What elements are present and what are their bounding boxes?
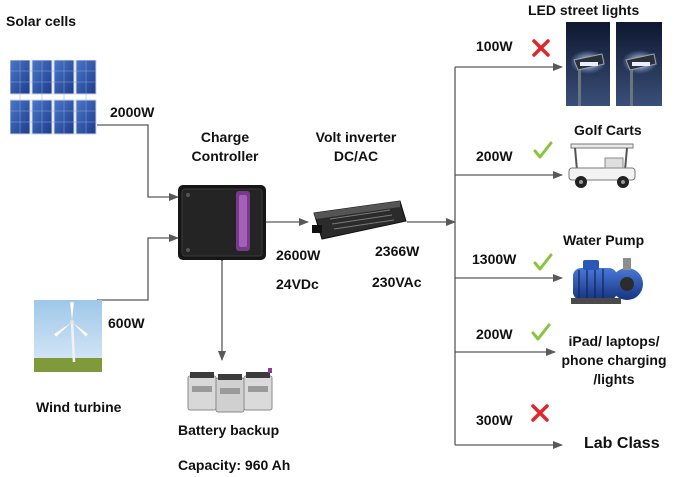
load-2-power: 200W xyxy=(476,148,513,164)
wind-turbine-icon xyxy=(34,300,102,372)
load-4-name-line3: /lights xyxy=(593,370,635,387)
wind-turbine-label: Wind turbine xyxy=(36,399,122,415)
wind-wire xyxy=(97,234,179,301)
charge-controller-label-line1: Charge xyxy=(200,129,250,145)
inverter-label-line2: DC/AC xyxy=(333,147,379,164)
inverter-label: Volt inverter DC/AC xyxy=(300,128,412,166)
inverter-label-line1: Volt inverter xyxy=(315,129,397,145)
charge-controller-label-line2: Controller xyxy=(191,147,259,164)
charge-controller-label: Charge Controller xyxy=(180,128,270,166)
battery-backup-label: Battery backup xyxy=(178,422,280,438)
load-4-name-line1: iPad/ laptops/ xyxy=(568,333,660,349)
load-4-power: 200W xyxy=(476,326,513,342)
load-3-name: Water Pump xyxy=(563,232,645,248)
load-5-name: Lab Class xyxy=(584,435,660,452)
inverter-voltage-label: 230VAc xyxy=(372,274,422,290)
water-pump-icon xyxy=(571,258,643,304)
load-4-name-line2: phone charging xyxy=(561,351,667,368)
wind-power-label: 600W xyxy=(108,315,145,331)
cross-icon xyxy=(531,404,549,422)
check-icon xyxy=(531,323,551,341)
solar-cells-label: Solar cells xyxy=(6,13,77,29)
load-1-power: 100W xyxy=(476,38,513,54)
solar-panel-icon xyxy=(10,60,97,135)
cross-icon xyxy=(532,39,550,57)
controller-voltage-label: 24VDc xyxy=(276,276,319,292)
solar-power-label: 2000W xyxy=(110,104,155,120)
load-2-name: Golf Carts xyxy=(574,122,642,138)
street-light-icon xyxy=(566,22,662,106)
charge-controller-icon xyxy=(178,185,266,260)
check-icon xyxy=(533,253,553,271)
controller-power-label: 2600W xyxy=(276,247,321,263)
battery-icon xyxy=(187,368,273,413)
battery-capacity-label: Capacity: 960 Ah xyxy=(178,457,291,473)
solar-wire xyxy=(97,124,179,201)
check-icon xyxy=(533,141,553,159)
load-4-name: iPad/ laptops/ phone charging /lights xyxy=(560,332,668,389)
inverter-power-label: 2366W xyxy=(375,243,420,259)
inverter-icon xyxy=(312,200,407,240)
golf-cart-icon xyxy=(568,143,636,188)
load-5-power: 300W xyxy=(476,412,513,428)
load-1-name: LED street lights xyxy=(528,2,640,18)
load-3-power: 1300W xyxy=(472,251,517,267)
